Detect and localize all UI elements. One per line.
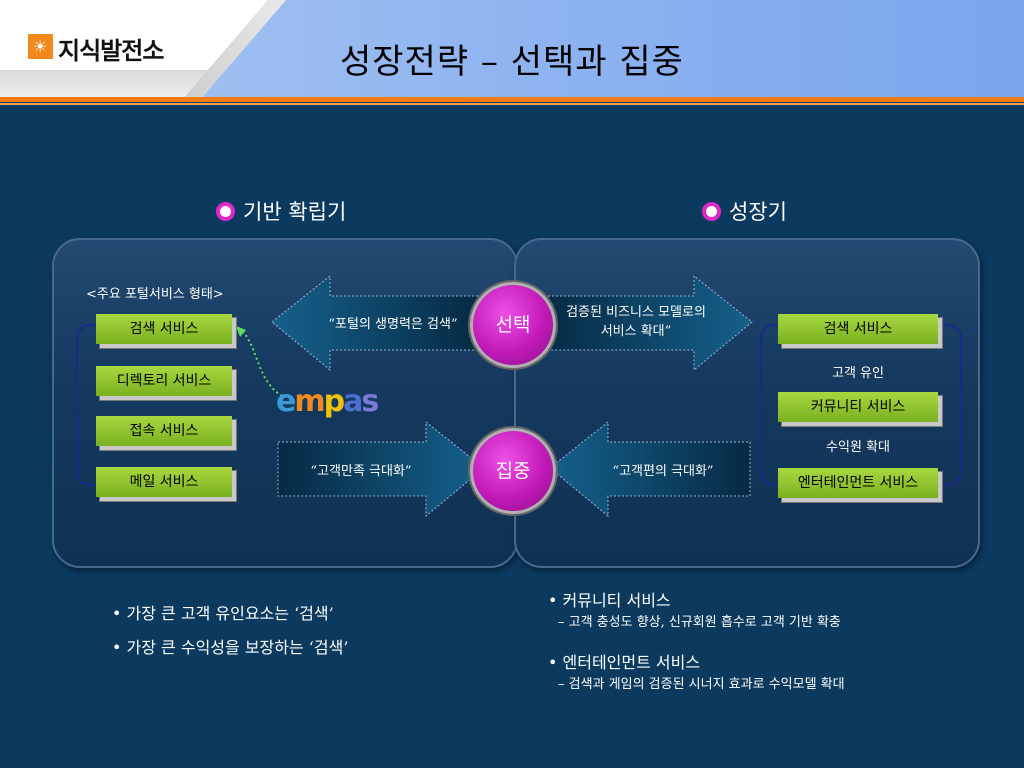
arrow-text-bottom-right: “고객편의 극대화” bbox=[612, 464, 714, 479]
arrow-text-top-left: “포털의 생명력은 검색” bbox=[328, 317, 458, 332]
header-divider-thin bbox=[0, 103, 1024, 105]
bullet-left-1: • 가장 큰 고객 유인요소는 ‘검색’ bbox=[112, 604, 334, 623]
bullet-left-2: • 가장 큰 수익성을 보장하는 ‘검색’ bbox=[112, 638, 349, 657]
choice-circle: 선택 bbox=[470, 282, 556, 368]
service-search: 검색 서비스 bbox=[96, 314, 232, 344]
service-directory: 디렉토리 서비스 bbox=[96, 366, 232, 396]
empas-letter-e: e bbox=[276, 384, 296, 419]
sun-icon: ☀ bbox=[28, 34, 53, 59]
empas-letter-p: p bbox=[323, 384, 346, 419]
focus-circle: 집중 bbox=[470, 428, 556, 514]
empas-logo: empas bbox=[276, 384, 379, 419]
arrow-text-line: 검증된 비즈니스 모델로의 bbox=[566, 305, 706, 320]
service-mail: 메일 서비스 bbox=[96, 467, 232, 497]
arrow-left-bottom bbox=[549, 420, 751, 518]
empas-letter-a: a bbox=[343, 384, 363, 419]
arrow-text-top-right: 검증된 비즈니스 모델로의 서비스 확대” bbox=[548, 303, 724, 341]
left-bracket bbox=[76, 324, 96, 486]
note-revenue-expansion: 수익원 확대 bbox=[826, 440, 890, 455]
section-label-text: 성장기 bbox=[729, 200, 787, 224]
arrow-text-line: 서비스 확대” bbox=[600, 324, 672, 339]
empas-letter-m: m bbox=[294, 384, 325, 419]
service-access: 접속 서비스 bbox=[96, 416, 232, 446]
connector-arrowhead-icon bbox=[236, 326, 246, 337]
ring-bullet-icon bbox=[216, 201, 235, 221]
empas-letter-s: s bbox=[361, 384, 379, 419]
note-customer-attraction: 고객 유인 bbox=[832, 366, 884, 381]
right-bracket-left bbox=[760, 324, 778, 486]
arrow-right-top bbox=[543, 274, 753, 372]
ring-bullet-icon bbox=[702, 201, 721, 221]
bullet-right-1: • 커뮤니티 서비스 bbox=[548, 591, 671, 610]
service-entertainment: 엔터테인먼트 서비스 bbox=[778, 468, 938, 498]
bullet-right-2: • 엔터테인먼트 서비스 bbox=[548, 653, 701, 672]
arrow-text-bottom-left: “고객만족 극대화” bbox=[310, 464, 412, 479]
bullet-right-2-sub: – 검색과 게임의 검증된 시너지 효과로 수익모델 확대 bbox=[558, 677, 845, 692]
section-label-text: 기반 확립기 bbox=[243, 200, 347, 224]
header-bar: ☀ 지식발전소 성장전략 – 선택과 집중 bbox=[0, 0, 1024, 100]
service-community: 커뮤니티 서비스 bbox=[778, 392, 938, 422]
logo-text: 지식발전소 bbox=[58, 37, 164, 65]
arrow-right-bottom bbox=[277, 420, 485, 518]
right-bracket-right bbox=[944, 324, 962, 486]
section-label-foundation: 기반 확립기 bbox=[216, 196, 346, 226]
service-search-right: 검색 서비스 bbox=[778, 314, 938, 344]
bullet-right-1-sub: – 고객 충성도 향상, 신규회원 흡수로 고객 기반 확충 bbox=[558, 615, 841, 630]
section-label-growth: 성장기 bbox=[702, 196, 787, 226]
header-divider bbox=[0, 97, 1024, 102]
page-title: 성장전략 – 선택과 집중 bbox=[340, 42, 684, 82]
left-caption: <주요 포털서비스 형태> bbox=[86, 287, 224, 302]
